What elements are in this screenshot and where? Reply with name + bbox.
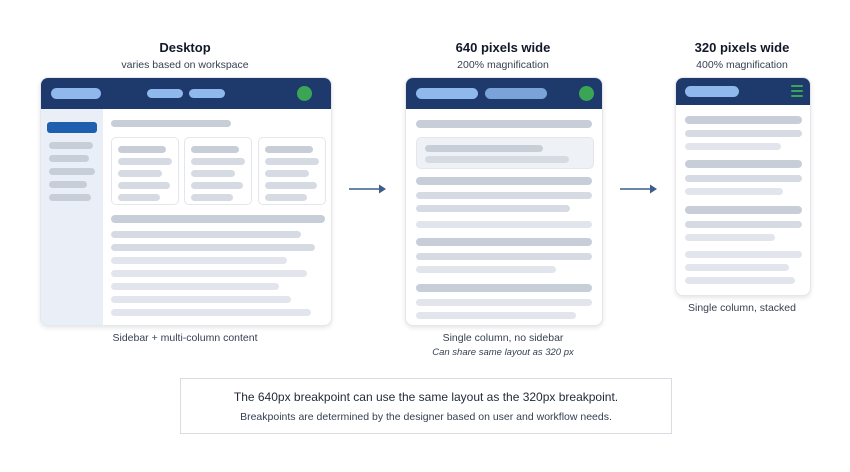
content-line xyxy=(111,309,311,316)
desktop-header-bar xyxy=(41,78,331,109)
sidebar-item xyxy=(49,155,89,162)
hamburger-menu-icon xyxy=(791,85,803,100)
content-line xyxy=(111,257,287,264)
note-line-1: The 640px breakpoint can use the same la… xyxy=(233,390,619,404)
w320-logo-pill xyxy=(685,86,739,97)
breakpoint-note-box: The 640px breakpoint can use the same la… xyxy=(180,378,672,434)
content-card-1 xyxy=(111,137,179,205)
w320-title: 320 pixels wide xyxy=(694,40,790,55)
content-line xyxy=(685,206,802,214)
content-line xyxy=(111,215,325,223)
w320-header-bar xyxy=(676,78,810,105)
w320-mockup xyxy=(675,77,811,296)
w640-caption-note: Can share same layout as 320 px xyxy=(432,347,574,358)
content-line xyxy=(685,175,802,182)
content-line xyxy=(685,130,802,137)
content-line xyxy=(416,284,592,292)
w640-header-bar xyxy=(406,78,602,109)
status-dot-icon xyxy=(297,86,312,101)
status-dot-icon xyxy=(579,86,594,101)
sidebar-item-active xyxy=(47,122,97,133)
sidebar-item xyxy=(49,181,87,188)
content-line xyxy=(416,205,570,212)
content-line xyxy=(111,244,315,251)
content-line xyxy=(685,251,802,258)
content-line xyxy=(416,238,592,246)
content-card-3 xyxy=(258,137,326,205)
w640-mockup xyxy=(405,77,603,326)
note-line-2: Breakpoints are determined by the design… xyxy=(240,411,612,423)
desktop-mockup xyxy=(40,77,332,326)
content-line xyxy=(111,296,291,303)
sidebar-item xyxy=(49,142,93,149)
content-line xyxy=(416,221,592,228)
w320-subtitle: 400% magnification xyxy=(696,59,788,71)
desktop-nav-pill-2 xyxy=(189,89,225,98)
content-line xyxy=(685,143,781,150)
sidebar-item xyxy=(49,168,95,175)
content-line xyxy=(685,188,783,195)
desktop-subtitle: varies based on workspace xyxy=(121,59,249,71)
w640-caption: Single column, no sidebar xyxy=(442,332,564,344)
content-line xyxy=(111,283,279,290)
desktop-sidebar xyxy=(41,109,103,325)
w640-nav-pill xyxy=(485,88,547,99)
desktop-caption: Sidebar + multi-column content xyxy=(112,332,258,344)
content-card-2 xyxy=(184,137,252,205)
content-heading xyxy=(111,120,231,127)
content-line xyxy=(685,160,802,168)
content-line xyxy=(685,277,795,284)
w640-logo-pill xyxy=(416,88,478,99)
w640-subtitle: 200% magnification xyxy=(457,59,549,71)
w640-highlight-box xyxy=(416,137,594,169)
content-line xyxy=(416,312,576,319)
content-line xyxy=(416,192,592,199)
content-heading xyxy=(416,120,592,128)
desktop-title: Desktop xyxy=(159,40,211,55)
arrow-right-icon xyxy=(349,184,386,194)
content-line xyxy=(111,231,301,238)
content-line xyxy=(111,270,307,277)
content-line xyxy=(416,299,592,306)
w320-caption: Single column, stacked xyxy=(688,302,796,314)
desktop-logo-pill xyxy=(51,88,101,99)
sidebar-item xyxy=(49,194,91,201)
arrow-right-icon xyxy=(620,184,657,194)
desktop-nav-pill-1 xyxy=(147,89,183,98)
content-line xyxy=(685,221,802,228)
content-line xyxy=(416,253,592,260)
w640-title: 640 pixels wide xyxy=(455,40,551,55)
content-line xyxy=(416,266,556,273)
content-line xyxy=(685,234,775,241)
content-line xyxy=(416,177,592,185)
content-line xyxy=(685,264,789,271)
content-line xyxy=(685,116,802,124)
